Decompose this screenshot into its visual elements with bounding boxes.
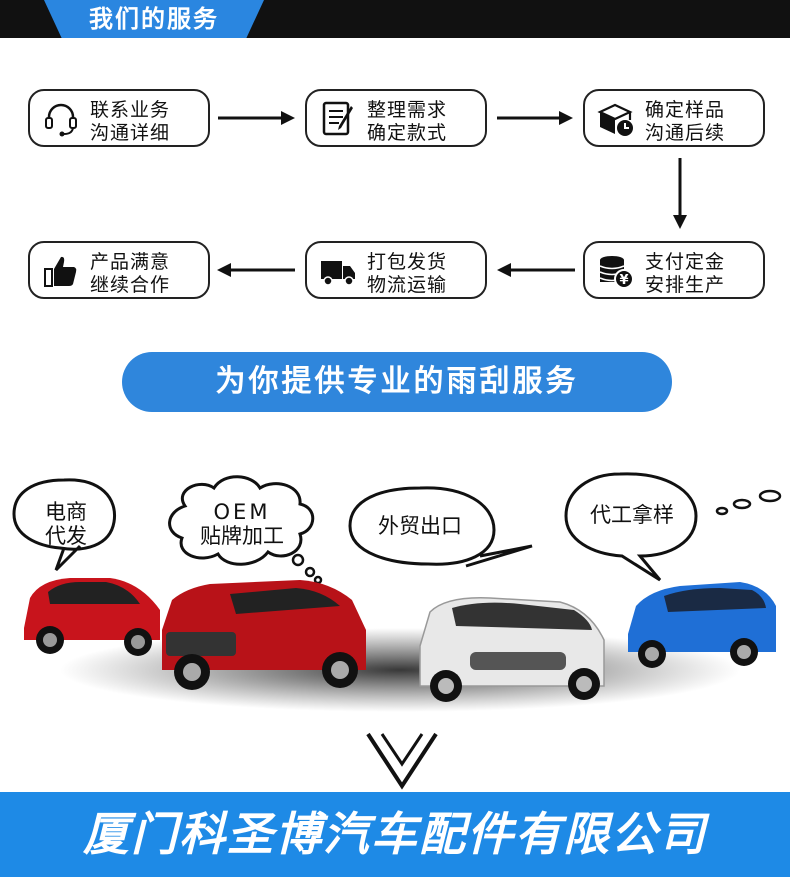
coins-yen-icon: ¥ <box>599 256 634 289</box>
bubble-oem <box>168 475 315 566</box>
truck-icon <box>321 261 355 286</box>
car-blue-hatchback <box>628 582 776 668</box>
bubble-ecommerce <box>12 478 117 572</box>
banner-text: 为你提供专业的雨刮服务 <box>215 364 579 399</box>
document-edit-icon <box>322 101 353 136</box>
step-shipping: 打包发货 物流运输 <box>305 241 487 299</box>
bubble-ecommerce-text: 电商代发 <box>45 500 87 548</box>
box-clock-icon <box>597 103 633 136</box>
footer-bar <box>0 792 790 877</box>
step-contact: 联系业务 沟通详细 <box>28 89 210 147</box>
step-requirements: 整理需求 确定款式 <box>305 89 487 147</box>
car-white-sedan <box>419 597 605 702</box>
cars-illustration <box>24 578 776 712</box>
thumbs-up-icon <box>44 256 77 287</box>
car-red-sedan <box>24 578 160 656</box>
headset-icon <box>45 103 77 137</box>
flow-arrows <box>217 111 687 277</box>
step-satisfied: 产品满意 继续合作 <box>28 241 210 299</box>
bubble-oem-sample-text: 代工拿样 <box>590 503 674 527</box>
step-sample: 确定样品 沟通后续 <box>583 89 765 147</box>
bubble-export <box>348 486 533 568</box>
arrow-right-icon <box>281 111 295 125</box>
arrow-left-icon <box>217 263 231 277</box>
service-banner <box>122 352 672 412</box>
arrow-left-icon <box>497 263 511 277</box>
bubble-oem-sample <box>564 472 698 582</box>
car-red-suv <box>162 580 366 690</box>
company-name: 厦门科圣博汽车配件有限公司 <box>83 807 707 861</box>
bubble-export-text: 外贸出口 <box>378 514 462 538</box>
arrow-right-icon <box>559 111 573 125</box>
svg-text:¥: ¥ <box>619 273 628 288</box>
speech-bubbles <box>12 472 782 585</box>
step-deposit: ¥ 支付定金 安排生产 <box>583 241 765 299</box>
chevron-down-icon <box>366 732 438 790</box>
section-title: 我们的服务 <box>89 5 219 33</box>
header-tab <box>44 0 264 38</box>
arrow-down-icon <box>673 215 687 229</box>
